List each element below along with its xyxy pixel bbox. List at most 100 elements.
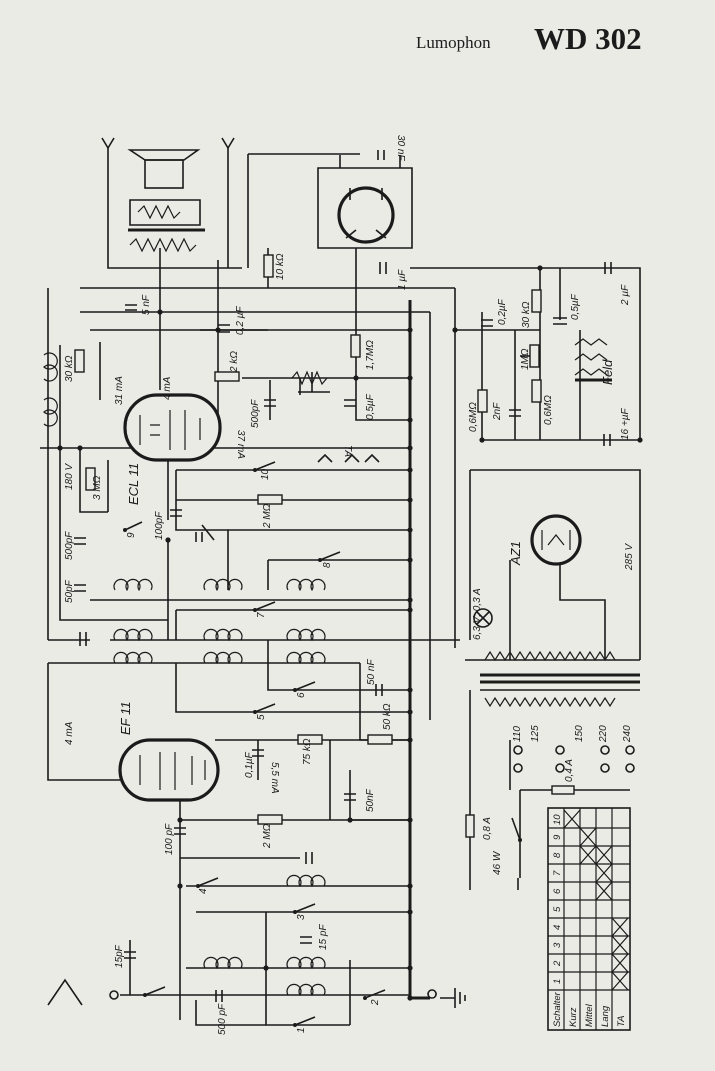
capacitor bbox=[170, 509, 182, 517]
label-ef11: EF 11 bbox=[118, 702, 133, 735]
label-r10k: 10 kΩ bbox=[275, 253, 286, 280]
capacitor bbox=[218, 324, 230, 333]
input-switch bbox=[143, 986, 166, 997]
table-col: 9 bbox=[552, 834, 563, 840]
resistor bbox=[531, 289, 542, 313]
tap-label: 110 bbox=[512, 726, 523, 742]
coils bbox=[43, 352, 326, 997]
coil bbox=[286, 983, 326, 997]
ground-icon bbox=[427, 988, 466, 1008]
switch-2 bbox=[363, 989, 386, 1000]
coil bbox=[43, 397, 58, 427]
table-row-label: Lang bbox=[600, 1005, 611, 1027]
label-feld: Feld bbox=[600, 359, 615, 385]
label-v285: 285 V bbox=[624, 543, 635, 571]
capacitor bbox=[195, 524, 215, 542]
coil bbox=[286, 628, 326, 642]
capacitor bbox=[125, 304, 137, 311]
connectors bbox=[109, 453, 635, 1000]
table-mark bbox=[579, 845, 597, 865]
label-fuse-b: 0,8 A bbox=[482, 817, 493, 840]
az1-tube-icon bbox=[530, 514, 582, 566]
tap-label: 125 bbox=[530, 725, 541, 742]
resistor bbox=[477, 389, 488, 413]
resistor bbox=[85, 467, 96, 491]
label-c50nf-a: 50 nF bbox=[366, 659, 377, 685]
switch-table: Schalter Kurz Mittel Lang TA 1 2 3 4 5 6… bbox=[547, 807, 631, 1031]
table-mark bbox=[579, 827, 597, 847]
label-r06m-b: 0,6MΩ bbox=[543, 395, 554, 425]
resistor bbox=[257, 814, 283, 825]
capacitor bbox=[264, 399, 276, 407]
coil bbox=[203, 956, 243, 970]
label-c15pf-b: 15 pF bbox=[318, 924, 329, 950]
label-c2nf: 2nF bbox=[492, 402, 503, 421]
switch-number: 1 bbox=[296, 1027, 307, 1033]
coil bbox=[113, 628, 153, 642]
table-mark bbox=[595, 845, 613, 865]
capacitor bbox=[305, 852, 313, 864]
coil bbox=[286, 651, 326, 665]
table-mark bbox=[595, 863, 613, 883]
tap-label: 150 bbox=[574, 725, 585, 742]
switch-number: 5 bbox=[256, 714, 267, 720]
table-mark bbox=[611, 917, 629, 937]
label-i55ma: 5,5 mA bbox=[269, 762, 280, 794]
coil bbox=[203, 578, 243, 592]
label-i31ma: 31 mA bbox=[114, 376, 125, 405]
label-az1: AZ1 bbox=[508, 541, 523, 566]
capacitor bbox=[344, 793, 356, 801]
table-mark bbox=[611, 971, 629, 991]
capacitor bbox=[377, 150, 385, 160]
switch-3 bbox=[293, 903, 316, 914]
switch-number: 9 bbox=[126, 532, 137, 538]
table-mark bbox=[595, 881, 613, 901]
coil bbox=[113, 578, 153, 592]
resistor bbox=[465, 814, 475, 838]
label-c100pf-a: 100pF bbox=[154, 511, 165, 540]
pilot-lamp-icon bbox=[473, 608, 493, 628]
coil bbox=[203, 651, 243, 665]
label-r2m-b: 2 MΩ bbox=[262, 823, 273, 849]
magic-eye-tube-icon bbox=[337, 186, 395, 244]
capacitor bbox=[375, 684, 383, 696]
resistor bbox=[350, 334, 361, 358]
switch-9 bbox=[123, 521, 143, 532]
capacitor bbox=[300, 936, 312, 944]
table-col: 6 bbox=[552, 888, 563, 894]
table-mark bbox=[611, 953, 629, 973]
antenna-icon bbox=[47, 137, 235, 1006]
label-c500pf-b: 500pF bbox=[64, 531, 75, 560]
label-c2uf: 2 µF bbox=[620, 284, 631, 306]
speaker-icon bbox=[127, 149, 201, 226]
capacitors bbox=[74, 150, 612, 1002]
coil bbox=[286, 578, 326, 592]
label-c15pf-a: 15pF bbox=[114, 944, 125, 968]
switch-number: 6 bbox=[296, 692, 307, 698]
resistors bbox=[74, 254, 575, 838]
label-r06m-a: 0,6MΩ bbox=[468, 402, 479, 432]
resistor bbox=[257, 494, 283, 505]
label-c1uf: 1 µF bbox=[397, 269, 408, 290]
table-col: 3 bbox=[552, 942, 563, 948]
output-transformer-icon bbox=[128, 228, 205, 253]
capacitor bbox=[481, 319, 493, 327]
label-r30k-a: 30 kΩ bbox=[521, 301, 532, 328]
table-marks bbox=[563, 809, 629, 991]
switch-10 bbox=[253, 461, 276, 472]
label-c50nf-b: 50nF bbox=[365, 788, 376, 812]
capacitor bbox=[124, 951, 136, 959]
ef11-tube-icon bbox=[118, 738, 220, 802]
capacitor bbox=[215, 990, 223, 1002]
coil bbox=[286, 874, 326, 888]
capacitor bbox=[79, 632, 87, 646]
label-c500pf-c: 500 pF bbox=[217, 1003, 228, 1035]
table-row-label: Kurz bbox=[568, 1007, 579, 1027]
switch-number: 3 bbox=[296, 914, 307, 920]
switch-1 bbox=[293, 1016, 316, 1027]
switches bbox=[123, 461, 522, 1027]
tap-label: 240 bbox=[622, 725, 633, 743]
table-header: Schalter bbox=[552, 991, 563, 1027]
table-col: 10 bbox=[552, 814, 563, 825]
